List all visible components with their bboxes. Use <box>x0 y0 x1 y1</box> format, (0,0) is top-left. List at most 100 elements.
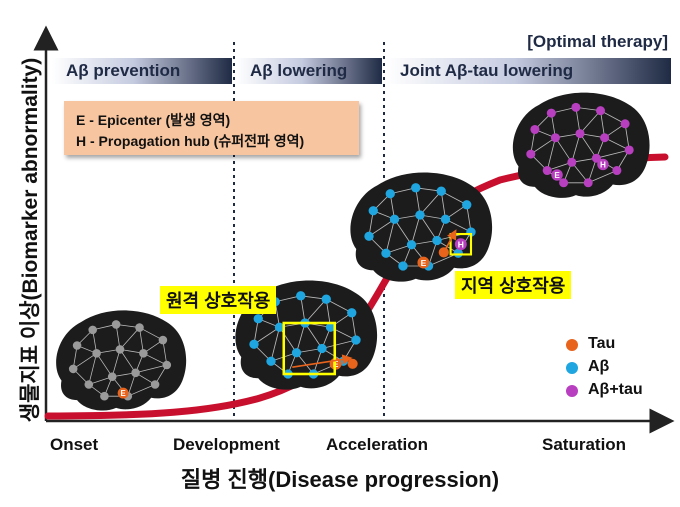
network-edge <box>579 110 601 134</box>
network-edge <box>139 327 164 341</box>
network-node <box>249 339 259 349</box>
network-edge <box>119 327 140 350</box>
phase-label: Aβ lowering <box>250 61 348 80</box>
phase-banner-joint: Joint Aβ-tau lowering <box>386 58 671 84</box>
network-edge <box>600 110 606 138</box>
brain-saturation: EH <box>512 92 650 198</box>
local-interaction-callout: 지역 상호작용 <box>455 271 572 299</box>
network-node <box>158 335 168 345</box>
network-edge <box>143 352 167 366</box>
network-node <box>530 124 540 135</box>
network-edge <box>270 327 280 362</box>
network-node <box>291 348 302 358</box>
network-node <box>107 372 117 381</box>
network-node <box>68 364 78 374</box>
network-node <box>406 240 417 250</box>
network-node <box>317 343 327 354</box>
network-node <box>575 129 585 139</box>
network-edge <box>139 327 144 354</box>
phase-label: Joint Aβ-tau lowering <box>400 61 574 80</box>
network-edge <box>419 190 442 216</box>
network-node <box>92 349 101 358</box>
network-edge <box>555 137 573 163</box>
definition-box: E - Epicenter (발생 영역) H - Propagation hu… <box>64 101 359 155</box>
epicenter-marker: E <box>554 171 560 180</box>
network-node <box>550 133 560 143</box>
network-node <box>139 349 148 358</box>
network-node <box>347 308 357 318</box>
stage-saturation: Saturation <box>542 435 627 454</box>
stage-acceleration: Acceleration <box>326 435 429 454</box>
network-edge <box>588 170 618 184</box>
epicenter-marker: E <box>121 389 126 398</box>
network-edge <box>304 322 323 349</box>
network-node <box>321 294 331 304</box>
network-node <box>595 106 606 116</box>
hub-node <box>454 238 467 251</box>
network-node <box>620 119 630 129</box>
phase-banner-lowering: Aβ lowering <box>236 58 382 84</box>
network-edge <box>385 219 395 254</box>
hub-definition: H - Propagation hub (슈퍼전파 영역) <box>76 133 305 149</box>
abeta-tau-legend-dot <box>566 385 578 397</box>
network-edge <box>279 327 297 353</box>
network-edge <box>96 353 113 377</box>
network-edge <box>72 352 97 370</box>
network-node <box>162 360 172 370</box>
network-node <box>381 248 391 258</box>
network-edge <box>119 349 136 374</box>
network-edge <box>411 214 421 245</box>
network-node <box>624 145 634 155</box>
hub-marker: H <box>600 161 606 170</box>
network-edge <box>441 190 467 206</box>
network-node <box>88 325 97 335</box>
network-node <box>546 108 556 118</box>
network-node <box>253 314 263 324</box>
abeta-legend-dot <box>566 362 578 374</box>
network-edge <box>604 137 630 151</box>
network-node <box>150 380 160 389</box>
network-node <box>432 235 442 246</box>
network-node <box>266 356 276 366</box>
y-axis-title: 생물지표 이상(Biomarker abnormality) <box>19 57 42 423</box>
remote-interaction-callout: 원격 상호작용 <box>160 286 277 314</box>
network-node <box>612 165 622 176</box>
network-edge <box>111 349 121 377</box>
network-edge <box>571 133 581 163</box>
network-node <box>351 335 361 345</box>
brain-onset: E <box>56 310 187 411</box>
network-node <box>440 214 451 224</box>
network-edge <box>368 218 395 237</box>
abeta-legend-label: Aβ <box>588 358 610 375</box>
network-node <box>453 248 463 258</box>
x-axis-title: 질병 진행(Disease progression) <box>180 467 500 492</box>
phase-label: Aβ prevention <box>66 61 181 80</box>
network-node <box>135 323 144 332</box>
network-node <box>411 183 421 193</box>
epicenter-definition: E - Epicenter (발생 영역) <box>76 112 231 128</box>
network-node <box>72 341 82 350</box>
epicenter-node <box>117 387 129 399</box>
network-edge <box>127 384 156 397</box>
stage-onset: Onset <box>50 435 99 454</box>
propagation-arrow <box>292 354 353 369</box>
interaction-highlight-box <box>282 321 337 376</box>
network-node <box>526 149 536 159</box>
stage-development: Development <box>173 435 280 454</box>
network-node <box>389 214 400 224</box>
network-node <box>567 157 577 167</box>
network-node <box>398 261 408 271</box>
brain-acceleration: EH <box>350 172 493 282</box>
network-node <box>591 153 601 163</box>
network-edge <box>296 322 306 353</box>
network-edge <box>326 298 352 314</box>
network-edge <box>600 110 626 125</box>
network-node <box>462 200 472 210</box>
network-node <box>111 320 121 329</box>
network-node <box>600 133 610 143</box>
network-edge <box>440 191 446 220</box>
network-edge <box>253 326 280 345</box>
network-node <box>436 186 446 196</box>
hub-marker: H <box>458 240 464 250</box>
